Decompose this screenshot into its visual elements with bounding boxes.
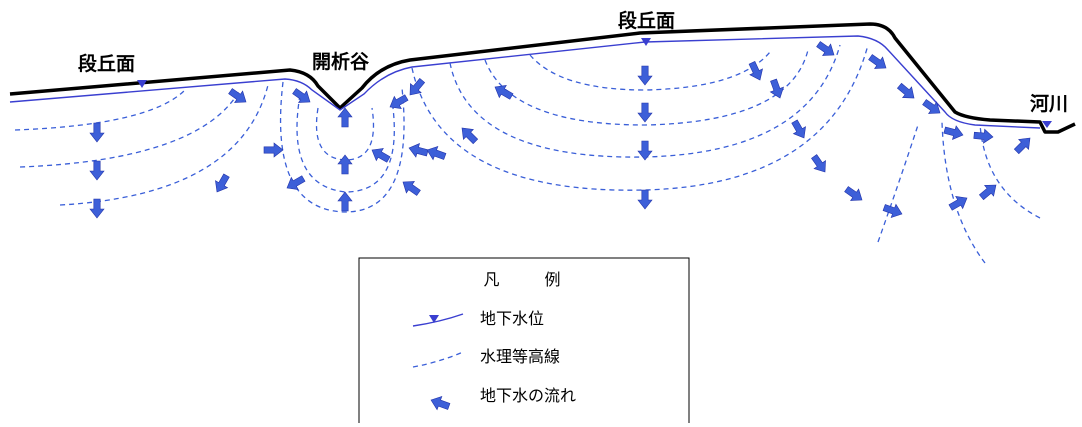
legend-flow-arrow-icon (430, 396, 451, 411)
water-table-marker-icon (1042, 121, 1052, 128)
legend-water-table-marker-icon (429, 315, 439, 323)
water-table-marker-icon (641, 38, 651, 46)
flow-arrow-icon (89, 160, 105, 181)
flow-arrow-icon (1013, 137, 1031, 155)
legend-box (358, 257, 690, 427)
flow-arrow-icon (791, 119, 806, 139)
legend-label-equipotential: 水理等高線 (480, 347, 560, 366)
flow-arrow-icon (978, 184, 997, 201)
flow-arrow-icon (371, 148, 391, 163)
equipotential-line (411, 44, 869, 191)
label-terrace-left: 段丘面 (78, 52, 135, 75)
flow-arrow-icon (402, 181, 421, 196)
flow-arrow-icon (948, 196, 968, 211)
equipotential-line (877, 124, 919, 243)
flow-arrow-icon (896, 82, 915, 99)
flow-arrow-icon (228, 88, 247, 103)
label-terrace-right: 段丘面 (618, 9, 675, 32)
flow-arrow-icon (408, 143, 429, 158)
equipotential-line (59, 84, 269, 206)
flow-arrow-icon (430, 396, 451, 411)
equipotential-line (315, 107, 375, 161)
label-valley: 開析谷 (312, 50, 370, 73)
flow-arrow-icon (286, 175, 306, 190)
flow-arrow-icon (215, 173, 230, 193)
equipotential-line (296, 94, 395, 193)
equipotential-line (19, 89, 241, 168)
flow-arrow-icon (461, 127, 479, 145)
flow-arrow-icon (426, 146, 447, 161)
equipotential-line (941, 121, 986, 264)
flow-arrow-icon (637, 65, 653, 86)
flow-arrow-icon (494, 85, 514, 100)
flow-arrows (89, 41, 1031, 219)
flow-arrow-icon (816, 41, 835, 56)
legend-water-table-icon (412, 313, 464, 327)
flow-arrow-icon (337, 107, 353, 128)
legend: 凡 例 地下水位 水理等高線 地下水の流れ (358, 257, 690, 427)
legend-equipotential-icon (412, 351, 464, 368)
equipotential-line (449, 44, 841, 158)
label-river: 河川 (1030, 93, 1068, 115)
flow-arrow-icon (637, 140, 653, 161)
ground-surface-line (9, 22, 1076, 134)
water-table-line (9, 35, 1041, 129)
legend-title: 凡 例 (483, 270, 580, 289)
water-table-marker-icon (137, 80, 147, 88)
flow-arrow-icon (337, 154, 353, 175)
flow-arrow-icon (943, 125, 964, 140)
flow-arrow-icon (337, 191, 353, 212)
flow-arrow-icon (922, 99, 941, 114)
flow-arrow-icon (409, 77, 426, 96)
equipotential-lines (14, 44, 1041, 264)
flow-arrow-icon (868, 54, 887, 69)
flow-arrow-icon (89, 122, 105, 143)
flow-arrow-icon (263, 142, 284, 158)
flow-arrow-icon (89, 198, 105, 219)
flow-arrow-icon (637, 102, 653, 123)
legend-label-water-table: 地下水位 (480, 309, 544, 328)
flow-arrow-icon (637, 189, 653, 210)
flow-arrow-icon (882, 203, 903, 218)
equipotential-line (529, 51, 771, 91)
flow-arrow-icon (811, 154, 826, 173)
flow-arrow-icon (748, 61, 763, 81)
legend-label-flow: 地下水の流れ (480, 386, 576, 405)
equipotential-line (279, 81, 405, 213)
equipotential-line (14, 89, 186, 131)
flow-arrow-icon (844, 186, 863, 201)
flow-arrow-icon (389, 94, 409, 109)
flow-arrow-icon (292, 88, 311, 103)
flow-arrow-icon (769, 78, 784, 99)
flow-arrow-icon (973, 128, 994, 144)
